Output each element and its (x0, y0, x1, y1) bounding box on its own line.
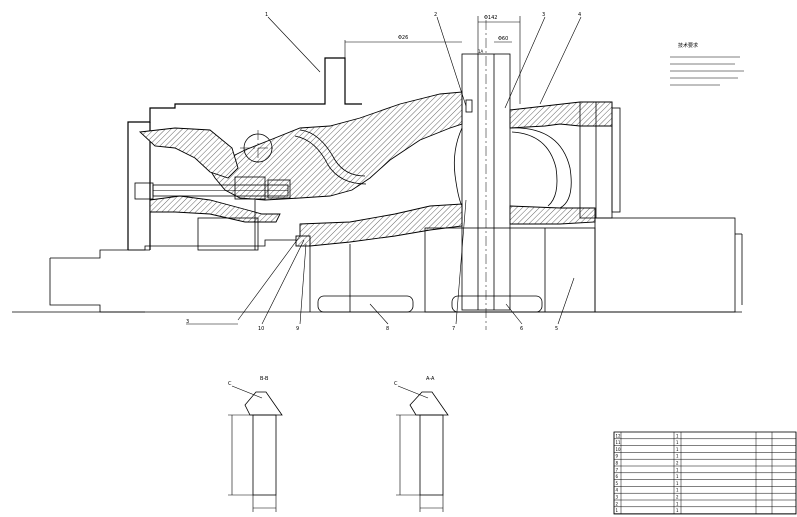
bom-item-qty: 1 (676, 488, 679, 493)
bom-item-number: 6 (616, 474, 619, 479)
bom-item-number: 2 (616, 501, 619, 506)
balloon-6: 6 (520, 326, 523, 332)
top-dimensions: Φ26 Φ142 Φ60 1A (344, 15, 521, 104)
bom-item-qty: 1 (676, 447, 679, 452)
section-label-left: B-B (260, 376, 269, 382)
section-c-right: C (394, 381, 398, 387)
bom-item-number: 10 (616, 447, 622, 452)
top-balloons: 1 2 3 4 (265, 12, 582, 109)
bom-item-number: 5 (616, 481, 619, 486)
gear-hub-section (209, 91, 463, 201)
balloon-10: 10 (258, 326, 264, 332)
section-view-left: B-B C (228, 376, 283, 512)
bottom-balloons: 3 10 9 8 7 6 5 (186, 199, 575, 332)
bom-item-qty: 1 (676, 467, 679, 472)
v-ring-lower (149, 195, 281, 223)
bom-item-number: 11 (616, 440, 622, 445)
balloon-3: 3 (542, 12, 545, 18)
section-c-left: C (228, 381, 232, 387)
bom-item-number: 4 (616, 488, 619, 493)
balloon-9: 9 (296, 326, 299, 332)
bom-item-qty: 2 (676, 495, 679, 500)
notes-title: 技术要求 (678, 42, 698, 49)
dim-phi142: Φ142 (484, 15, 497, 21)
main-section-view: Φ26 Φ142 Φ60 1A 1 2 3 4 3 10 9 (12, 12, 744, 332)
bom-item-qty: 1 (676, 501, 679, 506)
bom-item-number: 7 (616, 467, 619, 472)
balloon-1: 1 (265, 12, 268, 18)
technical-requirements: 技术要求 (670, 42, 744, 86)
balloon-8: 8 (386, 326, 389, 332)
lower-hub-section (299, 203, 463, 247)
bom-item-number: 12 (616, 433, 622, 438)
port-circle (240, 130, 276, 166)
balloon-5: 5 (555, 326, 558, 332)
right-gear (453, 101, 621, 225)
dim-phi26: Φ26 (398, 35, 408, 41)
dim-phi60: Φ60 (498, 36, 508, 42)
bom-item-qty: 1 (676, 481, 679, 486)
bom-item-number: 3 (616, 495, 619, 500)
balloon-7: 7 (452, 326, 455, 332)
section-label-right: A-A (426, 376, 435, 382)
bom-item-qty: 1 (676, 474, 679, 479)
bolt (134, 176, 291, 200)
bom-item-number: 1 (616, 508, 619, 513)
section-view-right: A-A C (394, 376, 449, 512)
v-ring-upper (138, 127, 239, 179)
balloon-3-bottom: 3 (186, 319, 189, 325)
dim-1a: 1A (478, 49, 484, 54)
bom-item-number: 8 (616, 461, 619, 466)
bom-item-qty: 2 (676, 461, 679, 466)
balloon-2: 2 (434, 12, 437, 18)
bom-item-qty: 1 (676, 454, 679, 459)
vertical-shaft (461, 20, 511, 330)
balloon-4: 4 (578, 12, 581, 18)
bom-item-number: 9 (616, 454, 619, 459)
bom-item-qty: 1 (676, 508, 679, 513)
bom-item-qty: 1 (676, 433, 679, 438)
bom-item-qty: 1 (676, 440, 679, 445)
